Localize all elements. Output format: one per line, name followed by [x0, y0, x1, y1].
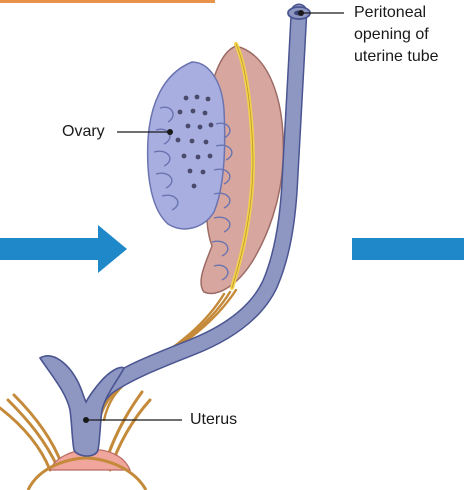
peritoneal-opening-label: Peritoneal opening of uterine tube	[354, 2, 439, 68]
uterus-label: Uterus	[190, 409, 237, 431]
left-arrow-icon	[0, 225, 127, 273]
peritoneal-marker	[298, 10, 304, 16]
uterus-marker	[83, 417, 89, 423]
peritoneal-label-line-1: Peritoneal	[354, 2, 439, 24]
uterus	[40, 356, 124, 456]
peritoneal-label-line-3: uterine tube	[354, 46, 439, 68]
ovary-label: Ovary	[62, 121, 105, 143]
top-accent-bar	[0, 0, 215, 3]
right-bar-icon	[352, 238, 464, 260]
peritoneal-label-line-2: opening of	[354, 24, 439, 46]
ovary	[148, 62, 225, 229]
ovary-marker	[167, 129, 173, 135]
